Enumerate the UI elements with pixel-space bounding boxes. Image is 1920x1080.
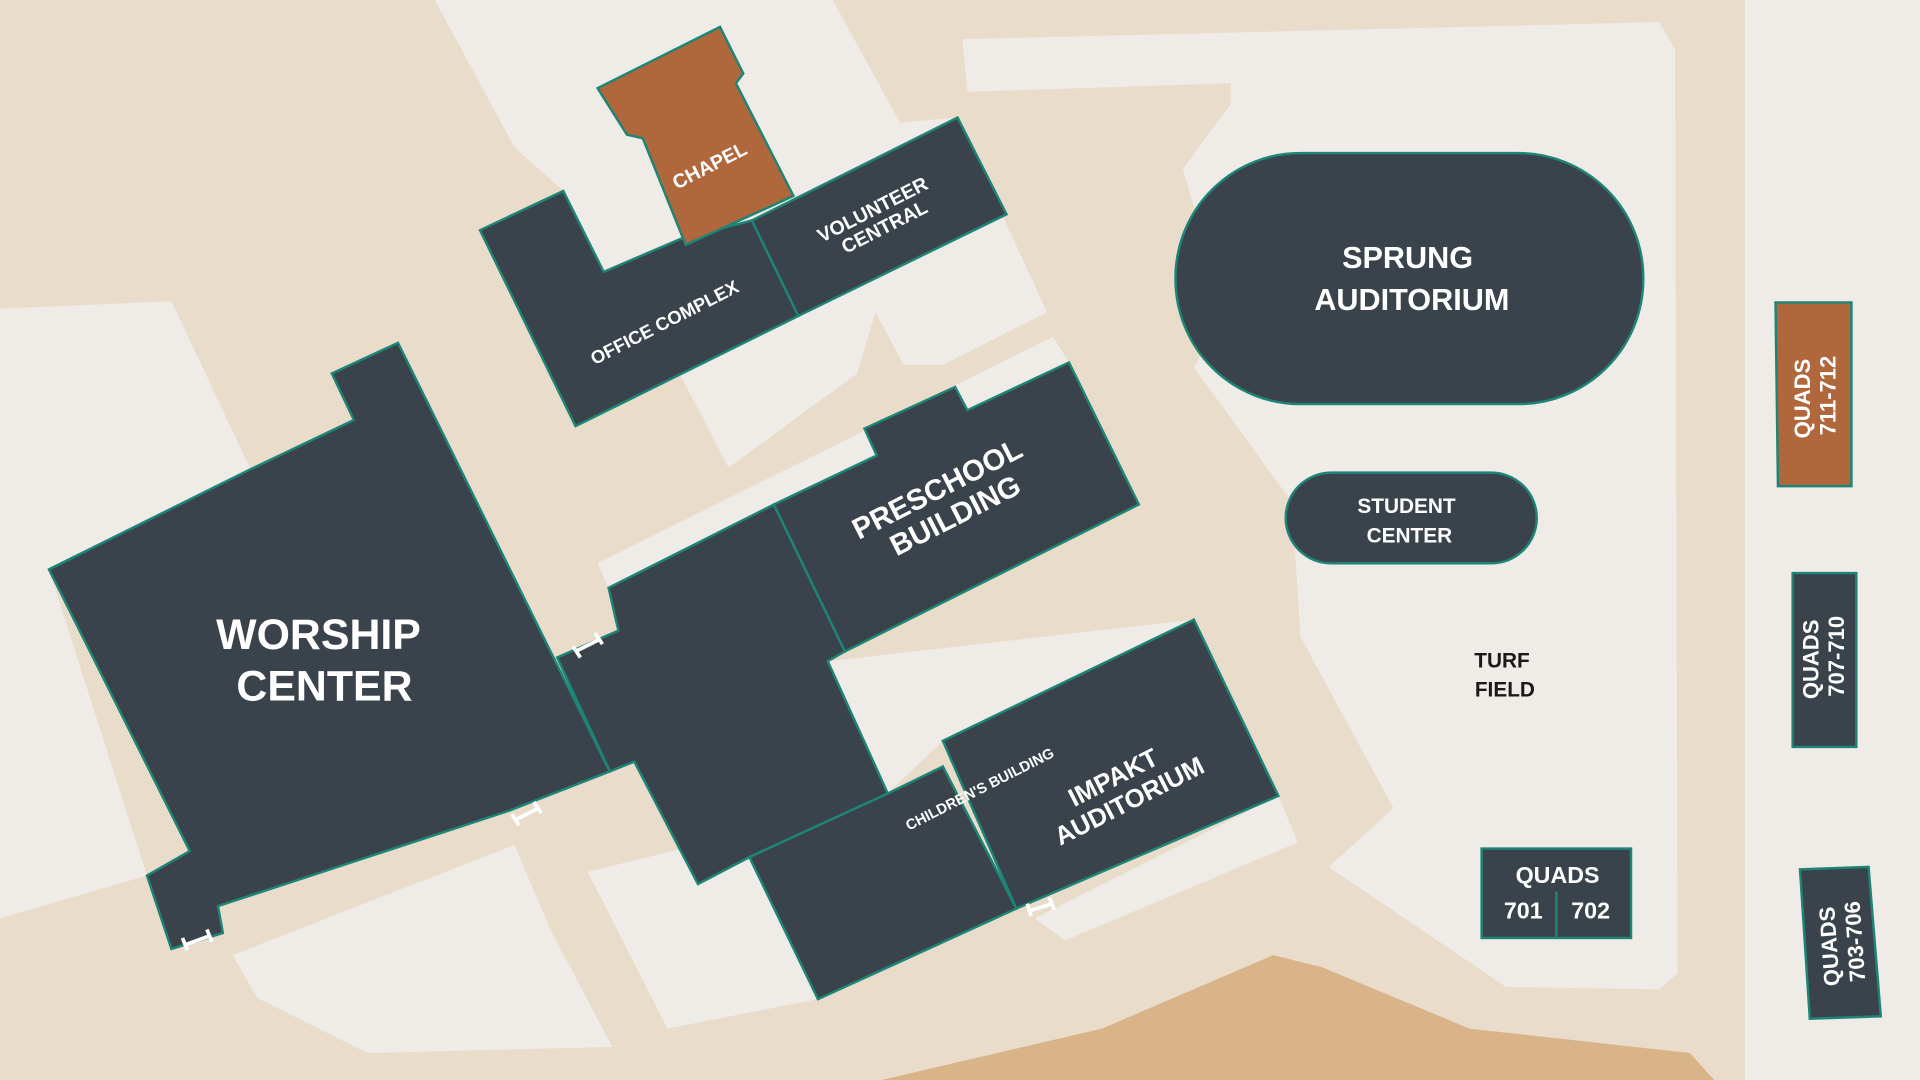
- quads-701-label: 701: [1504, 897, 1543, 923]
- quads-702-label: 702: [1571, 897, 1610, 923]
- sprung-auditorium-building[interactable]: [1174, 151, 1645, 406]
- quads-703-706-label: QUADS 703-706: [1814, 898, 1871, 987]
- quads-707-710-building[interactable]: [1791, 571, 1858, 749]
- paved-area-bottom-mid: [587, 844, 818, 1029]
- sand-area: [881, 955, 1715, 1080]
- sprung-auditorium-label: SPRUNG AUDITORIUM: [1314, 241, 1509, 317]
- entrance-markers: [180, 632, 1056, 951]
- student-center-label: STUDENT CENTER: [1357, 495, 1461, 547]
- paved-area-bottom: [232, 844, 613, 1054]
- quads-707-710-label: QUADS 707-710: [1798, 613, 1849, 699]
- volunteer-central-building[interactable]: [750, 115, 1009, 318]
- preschool-building[interactable]: [772, 360, 1141, 654]
- childrens-building[interactable]: [747, 764, 1019, 1001]
- quads-701-702-title: QUADS: [1516, 862, 1600, 888]
- paved-area-bottom-right: [1034, 795, 1298, 941]
- quads-711-712-building[interactable]: [1774, 301, 1853, 488]
- turf-field-label: TURF FIELD: [1474, 649, 1535, 701]
- quads-711-712-label: QUADS 711-712: [1790, 353, 1841, 439]
- connector-building[interactable]: [555, 502, 890, 886]
- quads-703-706-building[interactable]: [1798, 865, 1883, 1021]
- worship-center-building[interactable]: [47, 341, 612, 951]
- student-center-building[interactable]: [1284, 471, 1538, 565]
- paved-area-left: [0, 301, 252, 919]
- chapel-building[interactable]: [595, 25, 796, 247]
- impakt-auditorium-building[interactable]: [941, 617, 1281, 911]
- worship-center-label: WORSHIP CENTER: [216, 611, 433, 710]
